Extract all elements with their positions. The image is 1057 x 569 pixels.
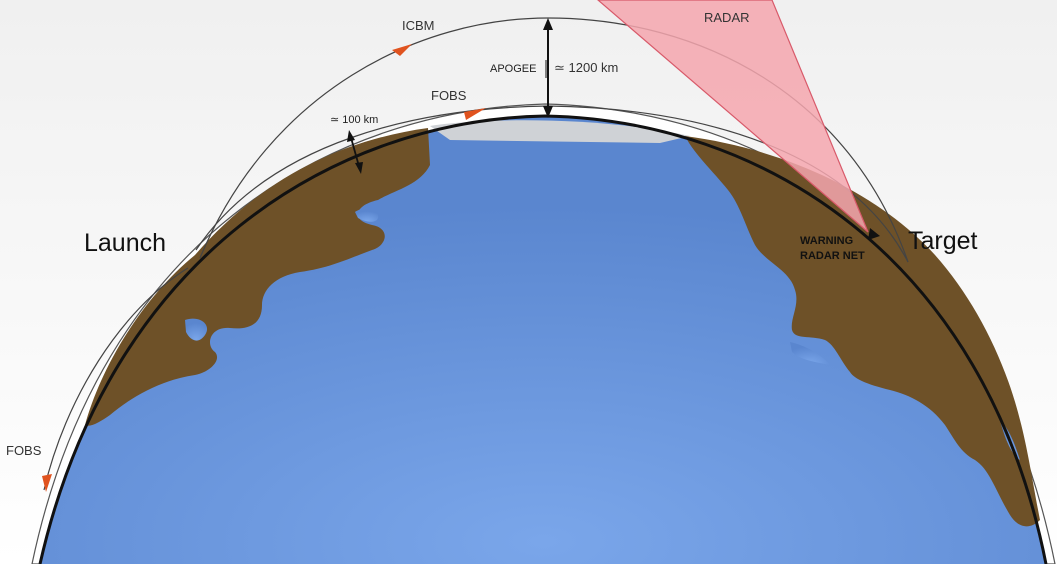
apogee-label: APOGEE <box>490 63 536 75</box>
radar-label: RADAR <box>704 10 750 25</box>
radar-net-label: RADAR NET <box>800 250 865 262</box>
apogee-value-label: ≃ 1200 km <box>554 60 618 75</box>
icbm-label: ICBM <box>402 18 435 33</box>
apogee-arrow-top <box>543 18 553 30</box>
altitude-arrow-top <box>347 130 355 142</box>
fobs-descending <box>43 267 189 491</box>
right-continent <box>685 136 1040 527</box>
polar-cap <box>430 120 690 143</box>
altitude-arrow-bottom <box>355 162 363 174</box>
icbm-direction-arrow <box>392 44 412 56</box>
right-bay <box>790 342 830 365</box>
radar-net-marker <box>868 228 880 240</box>
apogee-arrow-bottom <box>543 106 553 118</box>
icbm-trajectory <box>199 17 909 263</box>
earth-outline <box>38 114 1048 565</box>
left-continent <box>85 128 430 426</box>
altitude-label: ≃ 100 km <box>330 114 378 126</box>
warning-label: WARNING <box>800 235 853 247</box>
fobs-left-label: FOBS <box>6 443 42 458</box>
fobs-direction-arrow <box>464 108 486 120</box>
radar-beam <box>597 0 869 233</box>
fobs-top-label: FOBS <box>431 88 467 103</box>
left-bay <box>185 318 208 341</box>
fobs-left-direction-arrow <box>42 474 52 492</box>
launch-label: Launch <box>84 229 166 257</box>
target-label: Target <box>908 227 978 255</box>
left-inlet <box>355 208 379 222</box>
